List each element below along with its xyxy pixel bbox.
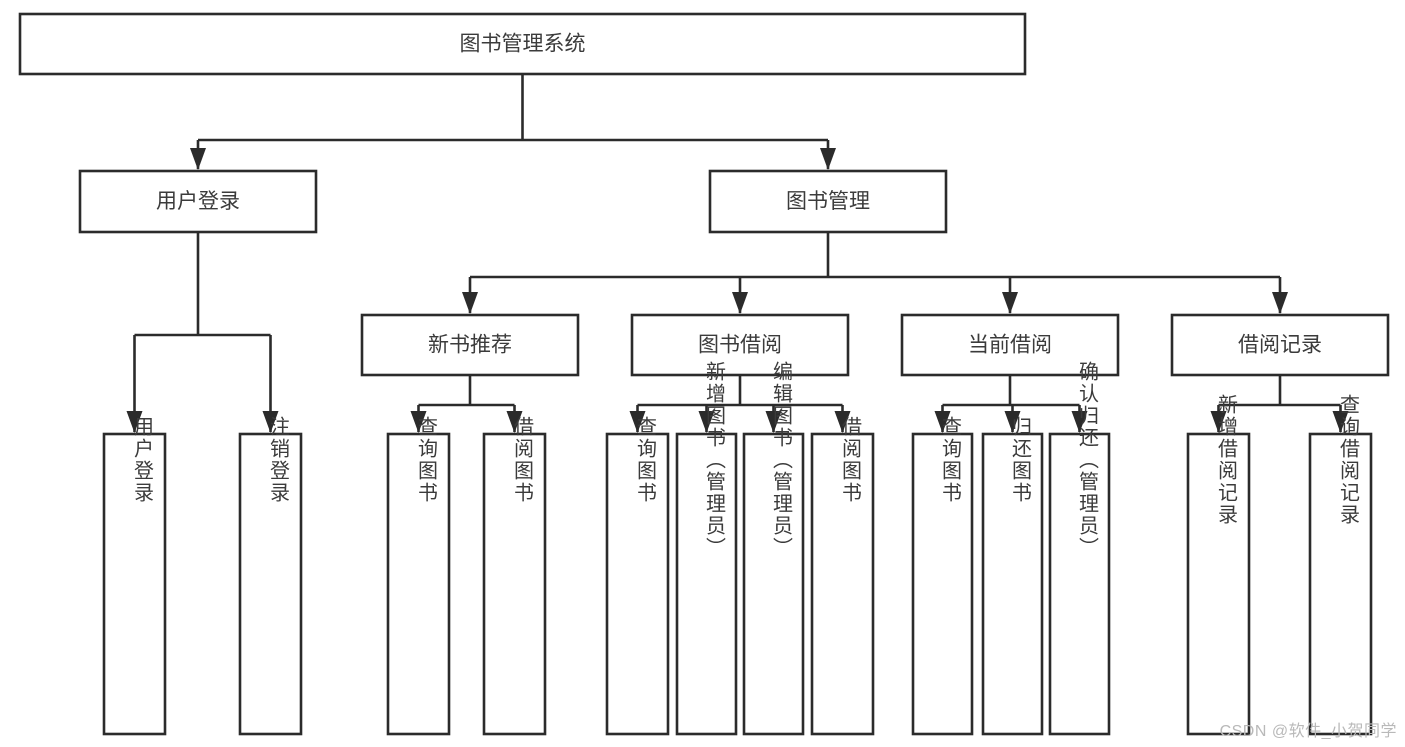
node-level1-图书管理[interactable]: 图书管理 — [708, 169, 948, 234]
node-leaf-编辑图书（管理员）[interactable]: 编辑图书（管理员） — [742, 361, 805, 736]
node-rect[interactable] — [1048, 432, 1111, 736]
node-label: 图书借阅 — [698, 334, 782, 357]
arrow-head-icon — [1332, 411, 1349, 433]
arrow-head-icon — [1004, 411, 1021, 433]
arrow-head-icon — [506, 411, 523, 433]
node-rect[interactable] — [900, 313, 1120, 377]
node-leaf-查询借阅记录[interactable]: 查询借阅记录 — [1308, 394, 1373, 736]
node-level2-新书推荐[interactable]: 新书推荐 — [360, 313, 580, 377]
node-rect[interactable] — [742, 432, 805, 736]
arrow-head-icon — [126, 411, 143, 433]
arrow-head-icon — [1002, 292, 1018, 314]
arrow-head-icon — [410, 411, 427, 433]
node-leaf-注销登录[interactable]: 注销登录 — [238, 416, 303, 736]
node-leaf-查询图书[interactable]: 查询图书 — [605, 416, 670, 736]
node-root-图书管理系统[interactable]: 图书管理系统 — [18, 12, 1027, 76]
arrow-head-icon — [834, 411, 851, 433]
node-rect[interactable] — [360, 313, 580, 377]
node-leaf-查询图书[interactable]: 查询图书 — [386, 416, 451, 736]
node-label: 新增借阅记录 — [1215, 394, 1238, 526]
node-rect[interactable] — [18, 12, 1027, 76]
node-rect[interactable] — [981, 432, 1044, 736]
node-label: 查询图书 — [939, 416, 962, 504]
node-label: 借阅图书 — [839, 416, 862, 504]
node-label: 图书管理系统 — [460, 33, 586, 56]
node-leaf-借阅图书[interactable]: 借阅图书 — [482, 416, 547, 736]
node-rect[interactable] — [810, 432, 875, 736]
node-label: 当前借阅 — [968, 334, 1052, 357]
arrow-head-icon — [765, 411, 782, 433]
node-leaf-借阅图书[interactable]: 借阅图书 — [810, 416, 875, 736]
node-leaf-确认归还（管理员）[interactable]: 确认归还（管理员） — [1048, 361, 1111, 736]
node-level2-当前借阅[interactable]: 当前借阅 — [900, 313, 1120, 377]
node-leaf-查询图书[interactable]: 查询图书 — [911, 416, 974, 736]
arrow-head-icon — [1210, 411, 1227, 433]
node-rect[interactable] — [675, 432, 738, 736]
node-label: 新书推荐 — [428, 334, 512, 357]
node-label: 借阅图书 — [511, 416, 534, 504]
node-label: 查询借阅记录 — [1337, 394, 1360, 526]
node-rect[interactable] — [386, 432, 451, 736]
csdn-watermark: CSDN @软件_小贺同学 — [1219, 723, 1397, 740]
node-label: 注销登录 — [267, 416, 290, 504]
arrow-head-icon — [462, 292, 478, 314]
arrow-head-icon — [629, 411, 646, 433]
node-rect[interactable] — [1186, 432, 1251, 736]
arrow-head-icon — [262, 411, 279, 433]
node-rect[interactable] — [605, 432, 670, 736]
node-label: 借阅记录 — [1238, 334, 1322, 357]
arrow-head-icon — [1071, 411, 1088, 433]
node-label: 新增图书（管理员） — [703, 361, 726, 559]
node-label: 用户登录 — [156, 190, 240, 213]
node-leaf-归还图书[interactable]: 归还图书 — [981, 416, 1044, 736]
node-leaf-新增图书（管理员）[interactable]: 新增图书（管理员） — [675, 361, 738, 736]
node-rect[interactable] — [708, 169, 948, 234]
arrow-head-icon — [190, 148, 206, 170]
node-level1-用户登录[interactable]: 用户登录 — [78, 169, 318, 234]
node-label: 编辑图书（管理员） — [770, 361, 793, 559]
node-label: 确认归还（管理员） — [1076, 361, 1099, 559]
node-rect[interactable] — [102, 432, 167, 736]
node-label: 归还图书 — [1009, 416, 1032, 504]
arrow-head-icon — [934, 411, 951, 433]
node-label: 图书管理 — [786, 190, 870, 213]
arrow-head-icon — [732, 292, 748, 314]
node-rect[interactable] — [630, 313, 850, 377]
node-leaf-用户登录[interactable]: 用户登录 — [102, 416, 167, 736]
node-label: 用户登录 — [131, 416, 154, 504]
node-rect[interactable] — [78, 169, 318, 234]
node-label: 查询图书 — [415, 416, 438, 504]
arrow-head-icon — [820, 148, 836, 170]
arrow-head-icon — [1272, 292, 1288, 314]
node-rect[interactable] — [911, 432, 974, 736]
arrow-head-icon — [698, 411, 715, 433]
node-rect[interactable] — [482, 432, 547, 736]
node-level2-图书借阅[interactable]: 图书借阅 — [630, 313, 850, 377]
node-leaf-新增借阅记录[interactable]: 新增借阅记录 — [1186, 394, 1251, 736]
node-label: 查询图书 — [634, 416, 657, 504]
node-level2-借阅记录[interactable]: 借阅记录 — [1170, 313, 1390, 377]
node-rect[interactable] — [1308, 432, 1373, 736]
node-rect[interactable] — [238, 432, 303, 736]
node-rect[interactable] — [1170, 313, 1390, 377]
